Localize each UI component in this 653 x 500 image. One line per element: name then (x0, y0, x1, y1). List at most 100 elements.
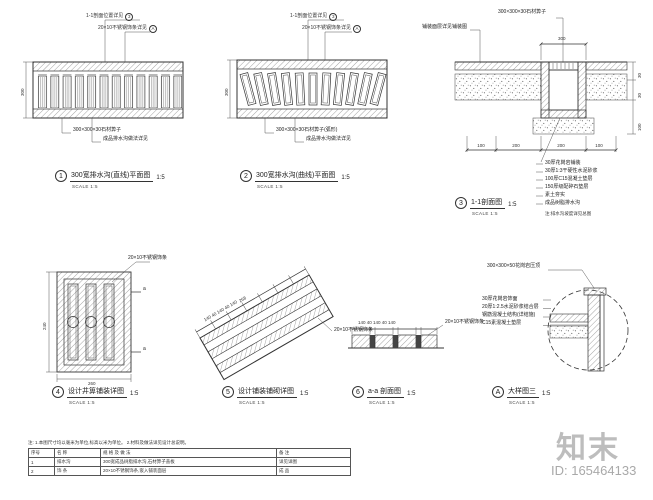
d3-dim-right-2: 100 (637, 123, 642, 131)
detail-A-scale-value: 1:5 (527, 400, 535, 405)
detail-3-scale: 1:5 (508, 202, 517, 208)
d4-dim-bottom: 260 (88, 381, 96, 386)
d2-annotation-top2-text: 20×10不锈钢饰条详见 (302, 25, 352, 32)
spec-cell: 1 (28, 457, 55, 467)
detail-6-number-bubble: 6 (352, 386, 364, 398)
dA-material-note-0: 30厚花岗岩饰面 (482, 296, 518, 302)
dA-material-note-3: C15素混凝土垫层 (482, 320, 522, 326)
d3-annotation-top-left: 铺装面层详见铺装图 (422, 24, 468, 30)
detail-4-number-bubble: 4 (52, 386, 64, 398)
d1-annotation-bottom1: 300×300×30石材箅子 (73, 127, 122, 133)
detail-1-scale-value: 1:5 (90, 184, 98, 189)
d6-leader-text: 20×10不锈钢饰条 (445, 319, 485, 325)
detail-6-scale: 1:5 (407, 391, 416, 397)
d3-dim-top: 300 (558, 36, 566, 41)
spec-cell: 饰 条 (54, 466, 101, 476)
spec-header-cell: 备 注 (276, 448, 351, 458)
detail-5-paving-plan (194, 266, 334, 381)
detail-6-scale-value: 1:5 (387, 400, 395, 405)
detail-2-scale-value: 1:5 (275, 184, 283, 189)
caption-detail-2: 2 300宽排水沟(曲线)平面图 1:5 (240, 170, 350, 182)
detail-5-scale-word: SCALE (239, 400, 256, 405)
d3-material-note-4: 素土夯实 (545, 192, 566, 198)
spec-cell: 20×10不锈钢饰条,嵌入铺装面层 (100, 466, 277, 476)
detail-2-number-bubble: 2 (240, 170, 252, 182)
detail-A-scale-word: SCALE (509, 400, 526, 405)
d6-ticks: 140 40 140 40 140 (358, 320, 396, 325)
detail-2-scale: 1:5 (341, 175, 350, 181)
detail-2-title: 300宽排水沟(曲线)平面图 (255, 170, 339, 182)
detail-5-scale-value: 1:5 (257, 400, 265, 405)
detail-4-scale-value: 1:5 (87, 400, 95, 405)
caption-detail-A: A 大样图三 1:5 (492, 386, 550, 398)
spec-header-row: 序号 名 称 规 格 及 做 法 备 注 (28, 448, 351, 458)
d2-annotation-bottom2: 成品排水沟做法详见 (306, 136, 352, 142)
detail-A-scale: 1:5 (542, 391, 551, 397)
detail-6-scale-word: SCALE (369, 400, 386, 405)
detail-1-title: 300宽排水沟(直线)平面图 (70, 170, 154, 182)
d2-annotation-bottom1: 300×300×30石材箅子(弧形) (276, 127, 338, 133)
d3-material-note-2: 100厚C15混凝土垫层 (545, 176, 593, 182)
d1-ref-bubble-1: 3 (125, 13, 134, 21)
detail-A-title: 大样图三 (507, 386, 539, 398)
spec-row: 1 排水沟 300宽成品树脂排水沟,石材箅子盖板 详见详图 (28, 457, 351, 467)
detail-1-number-bubble: 1 (55, 170, 67, 182)
d3-material-note-3: 150厚级配碎石垫层 (545, 184, 589, 190)
d2-annotation-top2: 20×10不锈钢饰条详见 A (302, 25, 362, 33)
detail-5-number-bubble: 5 (222, 386, 234, 398)
d2-ref-bubble-2: A (353, 25, 362, 33)
caption-detail-6: 6 a-a 剖面图 1:5 (352, 386, 415, 398)
d1-annotation-top2-text: 20×10不锈钢饰条详见 (98, 25, 148, 32)
spec-cell: 成 品 (276, 466, 351, 476)
spec-header-cell: 序号 (28, 448, 55, 458)
d4-leader-text: 20×10不锈钢饰条 (128, 255, 168, 261)
d3-dim-bottom-1: 200 (512, 143, 520, 148)
detail-A-blowup (543, 269, 629, 372)
d1-annotation-top1: 1-1剖面位置详见 3 (86, 13, 134, 21)
d3-material-note-5: 成品树脂排水沟 (545, 200, 581, 206)
watermark-id: ID: 165464133 (551, 463, 637, 478)
detail-A-scale-line: SCALE 1:5 (509, 400, 535, 405)
detail-2-plan-curved (227, 19, 388, 143)
dA-material-note-2: 钢筋混凝土结构(详结施) (482, 312, 536, 318)
general-notes: 注: 1.本图尺寸均以毫米为单位,标高以米为单位。 2.材料及做法详见设计总说明… (28, 440, 190, 445)
d2-annotation-top1-text: 1-1剖面位置详见 (290, 13, 328, 20)
detail-3-scale-word: SCALE (472, 211, 489, 216)
d3-dim-right-1: 30 (637, 92, 642, 98)
detail-1-scale-line: SCALE 1:5 (72, 184, 98, 189)
dA-annotation-top: 300×300×50花岗岩压顶 (487, 263, 541, 269)
spec-cell: 300宽成品树脂排水沟,石材箅子盖板 (100, 457, 277, 467)
detail-6-scale-line: SCALE 1:5 (369, 400, 395, 405)
spec-header-cell: 规 格 及 做 法 (100, 448, 277, 458)
d1-annotation-top1-text: 1-1剖面位置详见 (86, 13, 124, 20)
detail-6-section-strip (348, 324, 444, 349)
caption-detail-4: 4 设计井箅铺装详图 1:5 (52, 386, 138, 398)
detail-3-scale-line: SCALE 1:5 (472, 211, 498, 216)
detail-3-number-bubble: 3 (455, 197, 467, 209)
d1-annotation-top2: 20×10不锈钢饰条详见 A (98, 25, 158, 33)
detail-6-title: a-a 剖面图 (367, 386, 405, 398)
d3-dim-bottom-2: 200 (557, 143, 565, 148)
caption-detail-3: 3 1-1剖面图 1:5 (455, 197, 516, 209)
spec-row: 2 饰 条 20×10不锈钢饰条,嵌入铺装面层 成 品 (28, 466, 351, 476)
detail-4-scale-line: SCALE 1:5 (69, 400, 95, 405)
caption-detail-5: 5 设计铺装铺砌详图 1:5 (222, 386, 308, 398)
detail-1-plan-straight (23, 19, 184, 143)
d3-dim-right-0: 30 (637, 72, 642, 78)
spec-cell: 排水沟 (54, 457, 101, 467)
d5-leader-text: 20×10不锈钢饰条 (334, 327, 374, 333)
spec-table: 序号 名 称 规 格 及 做 法 备 注 1 排水沟 300宽成品树脂排水沟,石… (28, 448, 351, 476)
d3-material-note-0: 30厚花岗岩铺装 (545, 160, 581, 166)
d2-ref-bubble-1: 3 (329, 13, 338, 21)
detail-2-scale-word: SCALE (257, 184, 274, 189)
d3-note: 注:排水沟坡度详见总图 (545, 211, 592, 216)
d4-section-marker-bottom: a (143, 346, 146, 352)
detail-A-number-bubble: A (492, 386, 504, 398)
d3-material-note-1: 30厚1:3干硬性水泥砂浆 (545, 168, 598, 174)
detail-5-scale: 1:5 (300, 391, 309, 397)
detail-1-scale-word: SCALE (72, 184, 89, 189)
detail-5-scale-line: SCALE 1:5 (239, 400, 265, 405)
d3-dim-bottom-0: 100 (477, 143, 485, 148)
